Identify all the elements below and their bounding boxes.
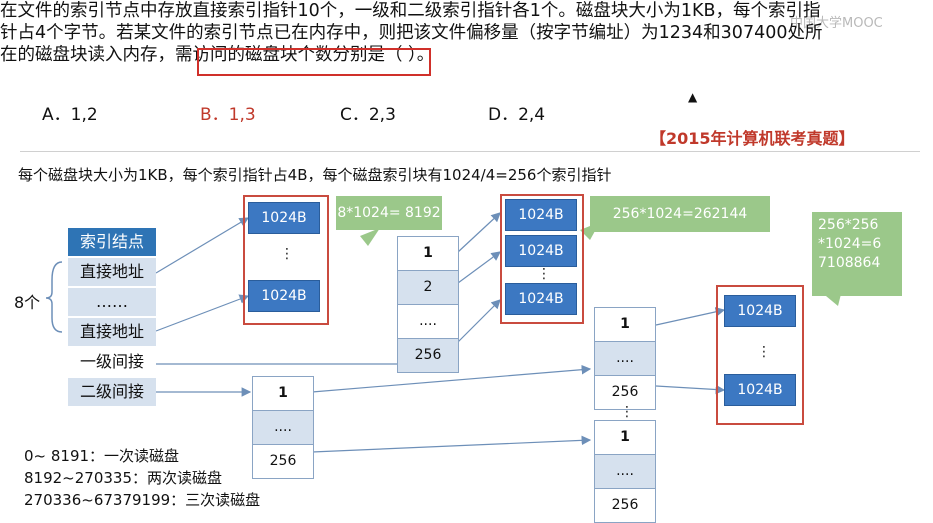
single-blocks-frame [500, 194, 584, 324]
inode-title: 索引结点 [68, 228, 156, 256]
divider [20, 151, 920, 152]
double-index-entry-ellipsis: .... [253, 411, 313, 445]
option-a: A．1,2 [42, 105, 98, 125]
callout-direct: 8*1024= 8192 [336, 196, 442, 230]
double-index-entry-1: 1 [253, 377, 313, 411]
single-index-entry-1: 1 [398, 237, 458, 271]
exam-source: 【2015年计算机联考真题】 [650, 129, 855, 148]
second-level-a-entry-ellipsis: .... [595, 342, 655, 376]
double-block-last: 1024B [724, 374, 796, 406]
question-line-3: 在的磁盘块读入内存，需访问的磁盘块个数分别是（ ）。 [0, 45, 435, 65]
inode-direct-1: 直接地址 [68, 258, 156, 287]
single-index-entry-ellipsis: .... [398, 305, 458, 339]
single-block-1: 1024B [505, 199, 577, 231]
question-line-2-pre: 针占4个字节。若某 [0, 23, 152, 43]
direct-ellipsis: ⋮ [280, 246, 294, 262]
inode-direct-2: 直接地址 [68, 318, 156, 347]
double-index-entry-256: 256 [253, 445, 313, 478]
question-line-1: 在文件的索引节点中存放直接索引指针10个，一级和二级索引指针各1个。磁盘块大小为… [0, 1, 821, 21]
single-index-block: 1 2 .... 256 [397, 236, 459, 373]
inode-ellipsis: …… [68, 288, 156, 317]
option-d: D．2,4 [488, 105, 546, 125]
callout-single: 256*1024=262144 [590, 196, 770, 232]
second-level-index-a: 1 .... 256 [594, 307, 656, 410]
inode-double-indirect: 二级间接 [68, 378, 156, 407]
direct-block-2: 1024B [248, 280, 320, 312]
inode-single-indirect: 一级间接 [68, 348, 156, 377]
single-index-entry-256: 256 [398, 339, 458, 372]
double-ellipsis: ⋮ [757, 344, 771, 360]
watermark: 中国大学MOOC [790, 16, 883, 31]
direct-blocks-frame [243, 195, 329, 325]
single-block-256: 1024B [505, 283, 577, 315]
range-one-read: 0~ 8191：一次读磁盘 [24, 447, 180, 465]
intro-text: 每个磁盘块大小为1KB，每个索引指针占4B，每个磁盘索引块有1024/4=256… [18, 166, 612, 184]
question-line-2: 针占4个字节。若某文件的索引节点已在内存中，则把该文件偏移量（按字节编址）为12… [0, 22, 822, 44]
second-level-b-entry-ellipsis: .... [595, 455, 655, 489]
second-level-a-entry-256: 256 [595, 376, 655, 409]
double-index-block: 1 .... 256 [252, 376, 314, 479]
option-b-answer: B．1,3 [200, 105, 256, 125]
brace-label: 8个 [14, 293, 41, 312]
highlight-box [197, 48, 431, 76]
second-level-ellipsis: ⋮ [620, 404, 634, 420]
question-line-2-post: ，则把该文件偏移量（按字节编址）为1234和307400处所 [361, 23, 823, 43]
second-level-b-entry-1: 1 [595, 421, 655, 455]
second-level-b-entry-256: 256 [595, 489, 655, 522]
cursor-icon: ▲ [688, 90, 698, 104]
single-block-2: 1024B [505, 235, 577, 267]
double-block-1: 1024B [724, 295, 796, 327]
highlighted-phrase: 文件的索引节点已在内存中 [151, 23, 362, 43]
range-two-reads: 8192~270335：两次读磁盘 [24, 469, 223, 487]
option-c: C．2,3 [340, 105, 396, 125]
second-level-a-entry-1: 1 [595, 308, 655, 342]
single-ellipsis: ⋮ [537, 266, 551, 282]
direct-block-1: 1024B [248, 202, 320, 234]
single-index-entry-2: 2 [398, 271, 458, 305]
second-level-index-b: 1 .... 256 [594, 420, 656, 523]
range-three-reads: 270336~67379199：三次读磁盘 [24, 491, 261, 509]
double-blocks-frame [716, 285, 804, 425]
connector-lines [45, 212, 842, 453]
callout-double: 256*256 *1024=6 7108864 [812, 212, 902, 296]
